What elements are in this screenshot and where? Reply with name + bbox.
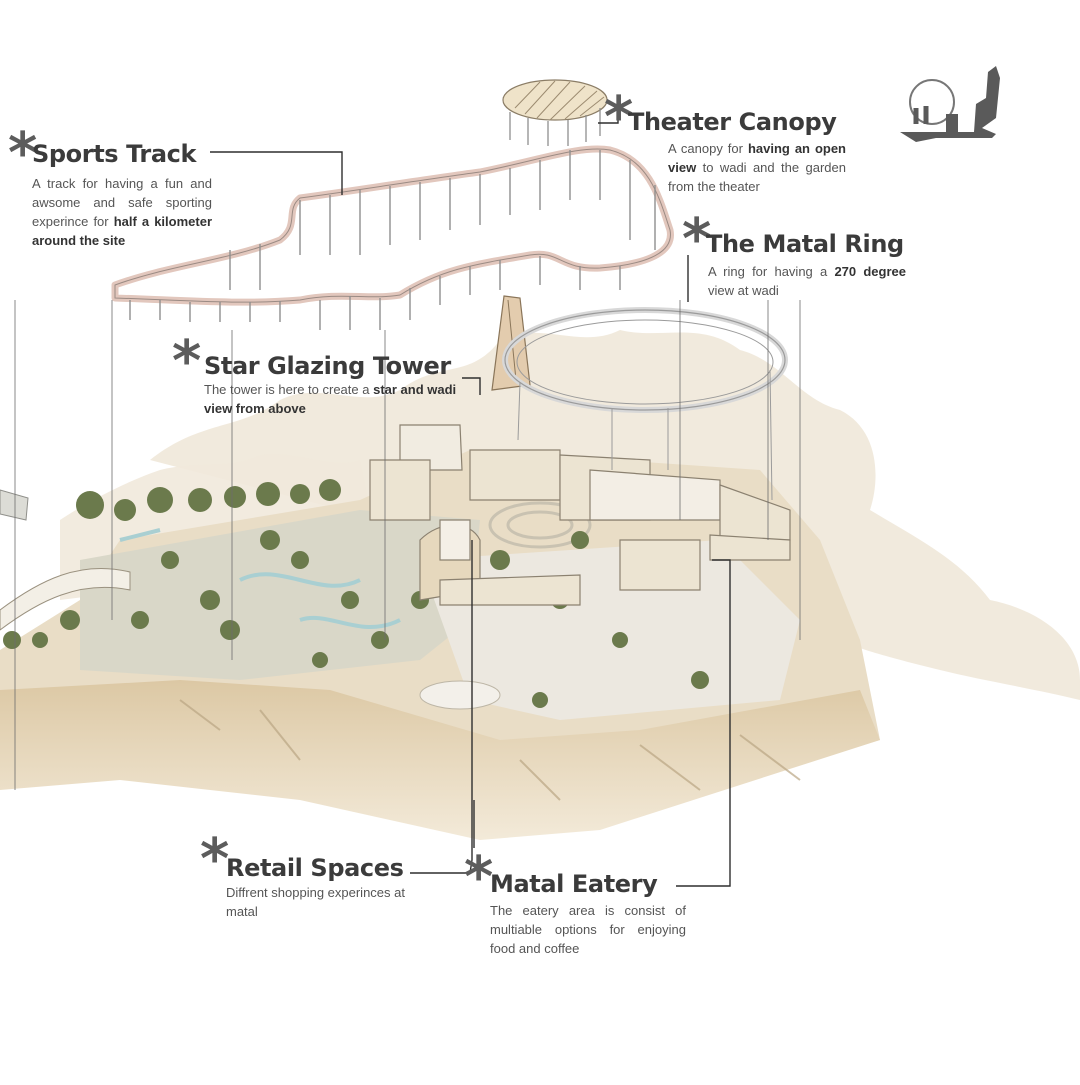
asterisk-icon: * xyxy=(200,832,229,888)
asterisk-icon: * xyxy=(172,334,201,390)
body-text: A ring for having a xyxy=(708,264,834,279)
body-text: A canopy for xyxy=(668,141,748,156)
callout-star-tower: Star Glazing Tower The tower is here to … xyxy=(204,352,466,418)
callout-title: The Matal Ring xyxy=(706,230,906,258)
body-text-end: view at wadi xyxy=(708,283,779,298)
callout-eatery: Matal Eatery The eatery area is consist … xyxy=(490,870,686,958)
callout-title: Theater Canopy xyxy=(628,108,848,136)
callout-body: A track for having a fun and awsome and … xyxy=(32,174,212,250)
callout-body: Diffrent shopping experinces at matal xyxy=(226,883,426,921)
callout-body: The tower is here to create a star and w… xyxy=(204,380,462,418)
callout-sports-track: Sports Track A track for having a fun an… xyxy=(32,140,212,250)
plaza-circle xyxy=(420,681,500,709)
callout-title: Matal Eatery xyxy=(490,870,686,898)
callout-body: The eatery area is consist of multiable … xyxy=(490,901,686,958)
callout-body: A ring for having a 270 degree view at w… xyxy=(708,262,906,300)
callout-retail: Retail Spaces Diffrent shopping experinc… xyxy=(226,854,426,921)
callout-title: Sports Track xyxy=(32,140,212,168)
callout-metal-ring: The Matal Ring A ring for having a 270 d… xyxy=(706,230,906,300)
callout-title: Retail Spaces xyxy=(226,854,426,882)
matal-logo xyxy=(896,58,1006,142)
body-text: The tower is here to create a xyxy=(204,382,373,397)
body-text: Diffrent shopping experinces at matal xyxy=(226,885,405,919)
body-text: The eatery area is consist of multiable … xyxy=(490,903,686,956)
body-emphasis: 270 degree xyxy=(834,264,906,279)
callout-title: Star Glazing Tower xyxy=(204,352,466,380)
asterisk-icon: * xyxy=(464,850,493,906)
left-canopy-fragment xyxy=(0,490,28,520)
theater-canopy xyxy=(503,80,607,146)
callout-theater-canopy: Theater Canopy A canopy for having an op… xyxy=(628,108,848,196)
callout-body: A canopy for having an open view to wadi… xyxy=(668,139,846,196)
